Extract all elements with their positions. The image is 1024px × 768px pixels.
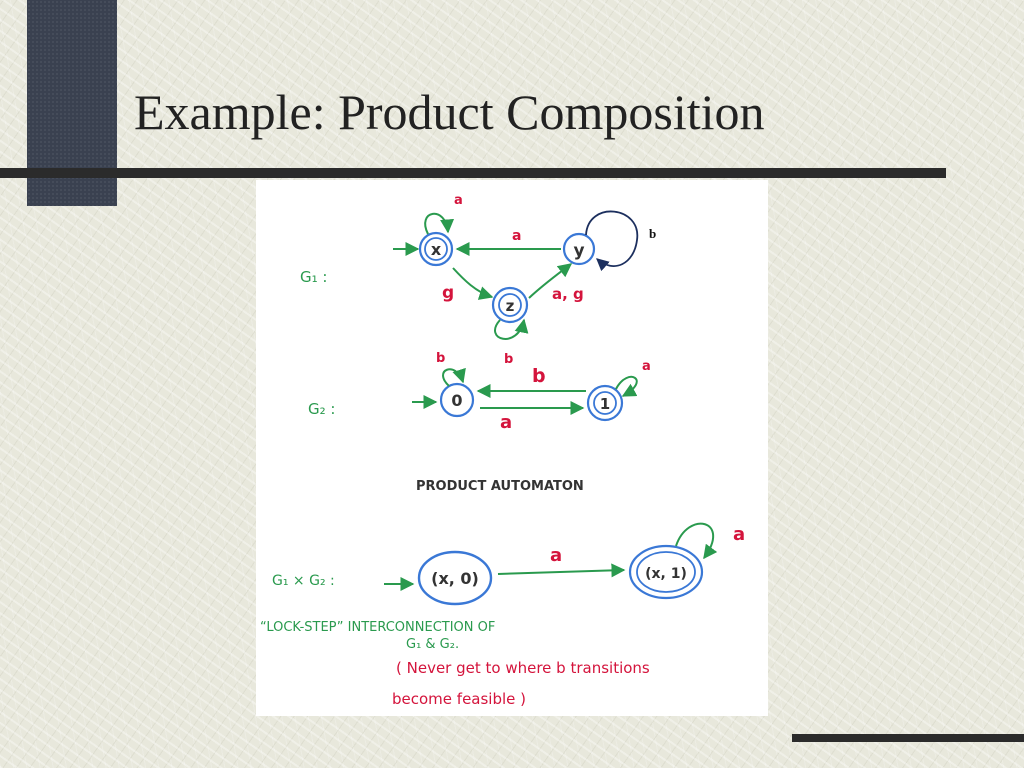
g1-y-to-x-label: a (512, 228, 521, 244)
g2-automaton: G₂ : 0 b 1 b a a (308, 351, 651, 433)
g1-state-z-outer (491, 286, 529, 324)
g1-state-y: y (562, 232, 596, 266)
g2-state-1-outer (586, 384, 624, 422)
g1-state-x-outer (418, 231, 454, 267)
g1-z-self-label: b (504, 352, 513, 367)
product-x1-self-label: a (733, 524, 745, 545)
product-state-x0: (x, 0) (384, 550, 493, 606)
g1-z-self-loop (494, 318, 529, 340)
notes: “LOCK-STEP” INTERCONNECTION OF G₁ & G₂. … (260, 620, 650, 708)
g2-label: G₂ : (308, 400, 335, 418)
product-state-x1-inner (636, 551, 696, 593)
product-heading: PRODUCT AUTOMATON (416, 479, 584, 494)
product-state-x1: (x, 1) (628, 544, 704, 600)
g1-state-z-label: z (506, 297, 515, 315)
g1-x-self-loop (424, 212, 455, 235)
note-never-line1: ( Never get to where b transitions (396, 659, 650, 677)
g2-1-self-label: a (642, 359, 651, 374)
product-state-x0-circle (417, 550, 493, 606)
g1-z-to-y-arrow (528, 263, 573, 299)
g1-state-x-inner (424, 237, 448, 261)
g2-1-self-loop (615, 375, 638, 397)
g2-state-1-inner (593, 391, 617, 415)
note-never-line2: become feasible ) (392, 690, 526, 708)
g2-state-1-label: 1 (600, 395, 610, 413)
diagram-panel: G₁ : x a y a b z g a, g b (256, 180, 768, 716)
product-x0-to-x1-arrow (497, 563, 626, 578)
g1-state-y-circle (562, 232, 596, 266)
g1-state-y-label: y (573, 241, 584, 261)
g1-automaton: G₁ : x a y a b z g a, g b (300, 193, 656, 367)
footer-divider (792, 734, 1024, 742)
g1-z-to-y-label: a, g (552, 285, 584, 303)
note-lockstep-line1: “LOCK-STEP” INTERCONNECTION OF (260, 620, 495, 635)
g1-y-self-label: b (649, 226, 656, 241)
note-lockstep-line2: G₁ & G₂. (406, 637, 459, 652)
g2-state-0-circle (439, 382, 475, 418)
g2-state-0: 0 (412, 382, 475, 418)
g2-0-to-1-label: a (500, 412, 512, 433)
g2-state-0-label: 0 (451, 391, 462, 410)
g2-0-self-loop (442, 367, 466, 387)
g1-state-x: x (393, 231, 454, 267)
g1-state-z: z (491, 286, 529, 324)
g2-1-to-0-label: b (532, 365, 546, 387)
product-state-x1-label: (x, 1) (645, 566, 687, 582)
product-x0-to-x1-label: a (550, 545, 562, 566)
g2-0-self-label: b (436, 351, 445, 366)
title-divider (0, 168, 946, 178)
slide-title: Example: Product Composition (134, 84, 765, 140)
g1-label: G₁ : (300, 268, 327, 286)
product-x1-self-loop (675, 522, 718, 560)
g1-x-to-z-label: g (442, 283, 454, 303)
g1-x-self-label: a (454, 193, 463, 208)
g1-state-x-label: x (431, 240, 442, 259)
product-state-x1-outer (628, 544, 704, 600)
g2-state-1: 1 (586, 384, 624, 422)
automata-diagram: G₁ : x a y a b z g a, g b (260, 193, 745, 708)
g1-state-z-inner (498, 293, 522, 317)
product-state-x0-label: (x, 0) (431, 569, 479, 588)
product-label: G₁ × G₂ : (272, 573, 335, 589)
g1-x-to-z-arrow (452, 267, 494, 300)
g1-y-self-loop (585, 210, 638, 272)
product-automaton: PRODUCT AUTOMATON G₁ × G₂ : (x, 0) a (x,… (272, 479, 745, 606)
